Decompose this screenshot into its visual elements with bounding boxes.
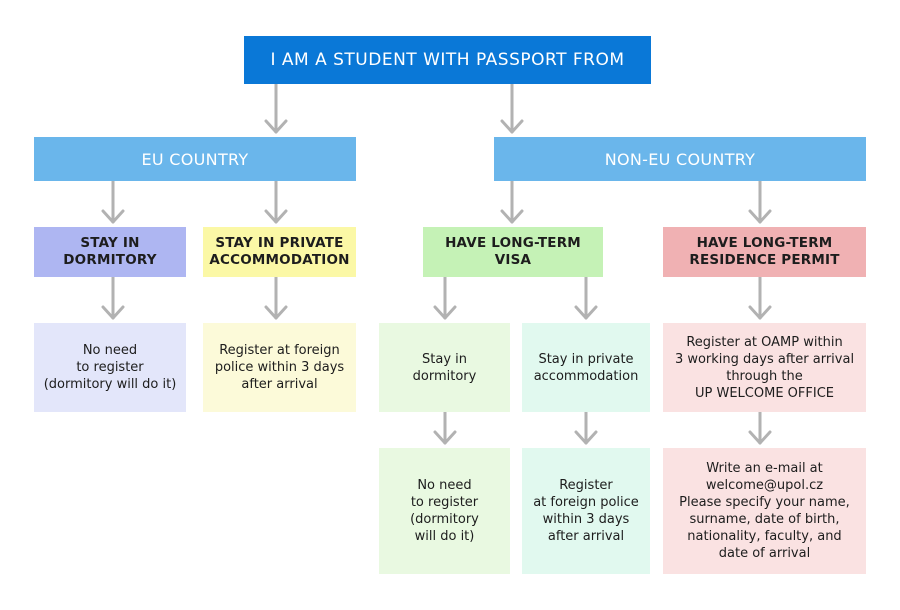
arrow-visa-to-dormitory [433,275,457,320]
permit-write-email-box: Write an e-mail at welcome@upol.cz Pleas… [663,448,866,574]
eu-country-box: EU COUNTRY [34,137,356,181]
arrow-permit-to-register [748,275,772,320]
visa-private-register-police-box: Register at foreign police within 3 days… [522,448,650,574]
non-eu-country-box: NON-EU COUNTRY [494,137,866,181]
visa-stay-private-box: Stay in private accommodation [522,323,650,412]
arrow-eu-to-private [264,179,288,224]
noneu-residence-permit-box: HAVE LONG-TERM RESIDENCE PERMIT [663,227,866,277]
arrow-private-to-result [264,275,288,320]
arrow-visa-to-private [574,275,598,320]
arrow-visa-dormitory-to-result [433,410,457,445]
arrow-title-to-eu [264,82,288,134]
arrow-permit-register-to-email [748,410,772,445]
arrow-dormitory-to-result [101,275,125,320]
eu-dormitory-no-register-box: No need to register (dormitory will do i… [34,323,186,412]
arrow-visa-private-to-result [574,410,598,445]
visa-dormitory-no-register-box: No need to register (dormitory will do i… [379,448,510,574]
eu-private-register-police-box: Register at foreign police within 3 days… [203,323,356,412]
eu-stay-dormitory-box: STAY IN DORMITORY [34,227,186,277]
permit-register-oamp-box: Register at OAMP within 3 working days a… [663,323,866,412]
arrow-eu-to-dormitory [101,179,125,224]
visa-stay-dormitory-box: Stay in dormitory [379,323,510,412]
eu-stay-private-box: STAY IN PRIVATE ACCOMMODATION [203,227,356,277]
arrow-noneu-to-visa [500,179,524,224]
noneu-long-term-visa-box: HAVE LONG-TERM VISA [423,227,603,277]
title-box: I AM A STUDENT WITH PASSPORT FROM [244,36,651,84]
arrow-noneu-to-permit [748,179,772,224]
arrow-title-to-noneu [500,82,524,134]
